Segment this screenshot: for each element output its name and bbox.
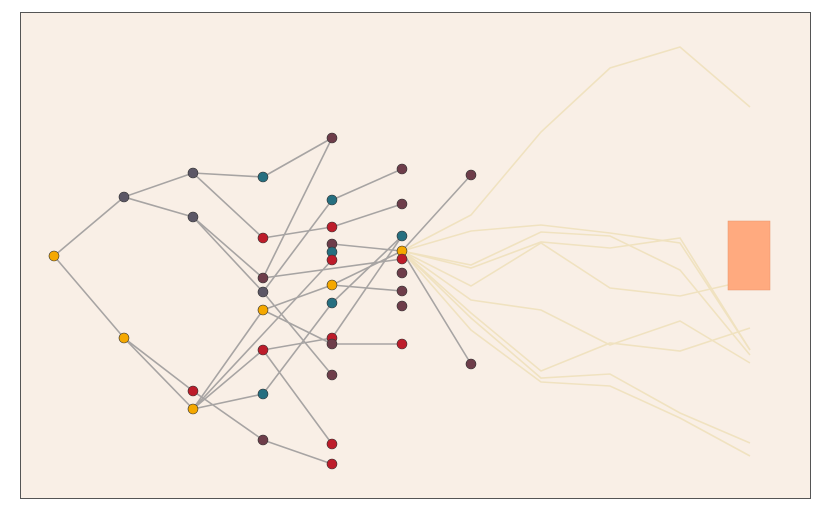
node-b1 [187, 167, 199, 179]
node-c3 [257, 272, 269, 284]
edge-line [192, 393, 264, 410]
node-e2 [396, 198, 408, 210]
node-c4 [257, 286, 269, 298]
node-d13 [326, 458, 338, 470]
edge-line [262, 337, 333, 351]
node-b3 [187, 385, 199, 397]
edge-line [331, 284, 403, 292]
node-c8 [257, 434, 269, 446]
edge-line [331, 243, 403, 252]
node-d7 [326, 279, 338, 291]
edge-line [262, 309, 333, 345]
node-d8 [326, 297, 338, 309]
node-root [48, 250, 60, 262]
node-d3 [326, 221, 338, 233]
trail-path [401, 231, 751, 356]
node-b2 [187, 211, 199, 223]
trail-path [401, 237, 751, 351]
target-box [727, 220, 771, 291]
trail-path [401, 46, 751, 252]
trail-path [401, 250, 751, 372]
node-a2 [118, 332, 130, 344]
node-e9 [396, 338, 408, 350]
edge-line [192, 216, 264, 279]
node-e8 [396, 300, 408, 312]
node-e6 [396, 267, 408, 279]
edge-line [192, 390, 264, 441]
edge-line [53, 196, 125, 257]
edge-line [192, 172, 264, 239]
frame [20, 12, 811, 499]
edge-line [123, 337, 194, 410]
node-f1 [465, 169, 477, 181]
edge-line [262, 258, 403, 279]
node-e7 [396, 285, 408, 297]
edge-line [123, 337, 194, 392]
edge-line [331, 235, 403, 304]
edge-line [192, 259, 333, 410]
node-c5 [257, 304, 269, 316]
trail-path [401, 224, 751, 351]
node-e5 [396, 253, 408, 265]
edges-layer [53, 137, 472, 465]
nodes-layer [48, 132, 477, 470]
edge-line [262, 302, 333, 395]
edge-line [401, 250, 472, 365]
edge-line [192, 216, 264, 293]
node-c1 [257, 171, 269, 183]
trail-path [401, 242, 751, 297]
edge-line [123, 172, 194, 198]
edge-line [401, 174, 472, 252]
node-f2 [465, 358, 477, 370]
node-e3 [396, 230, 408, 242]
node-d10 [326, 338, 338, 350]
edge-line [262, 349, 333, 445]
trail-path [401, 250, 751, 364]
trail-path [401, 250, 751, 444]
edge-line [123, 196, 194, 218]
node-c2 [257, 232, 269, 244]
node-c6 [257, 344, 269, 356]
node-b4 [187, 403, 199, 415]
trails-layer [401, 46, 751, 457]
edge-line [331, 250, 403, 286]
node-d6 [326, 254, 338, 266]
node-c7 [257, 388, 269, 400]
node-d2 [326, 194, 338, 206]
node-d1 [326, 132, 338, 144]
edge-line [262, 137, 333, 279]
edge-line [262, 439, 333, 465]
node-d12 [326, 438, 338, 450]
edge-line [331, 203, 403, 228]
edge-line [331, 235, 403, 339]
edge-line [53, 255, 125, 339]
edge-line [331, 168, 403, 201]
edge-line [262, 137, 333, 178]
node-d11 [326, 369, 338, 381]
node-a1 [118, 191, 130, 203]
edge-line [192, 309, 264, 410]
node-e1 [396, 163, 408, 175]
edge-line [192, 172, 264, 178]
trail-path [401, 250, 751, 457]
edge-line [262, 226, 333, 239]
